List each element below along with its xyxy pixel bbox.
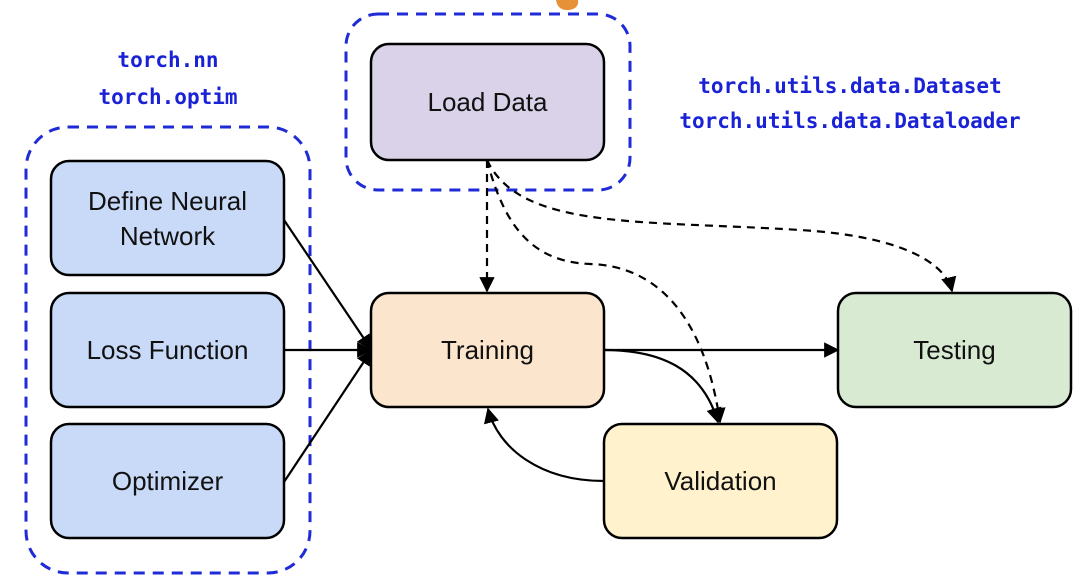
- define-nn-label: Define Neural: [88, 186, 247, 216]
- title-fragment: [556, 0, 579, 10]
- validation-label: Validation: [664, 466, 776, 496]
- define-nn-box[interactable]: [49, 159, 286, 277]
- optimizer-label: Optimizer: [112, 466, 224, 496]
- torch-optim-label: torch.optim: [98, 85, 237, 109]
- training-to-validation-arrow: [603, 348, 722, 424]
- loss-function-label: Loss Function: [87, 335, 249, 365]
- define-nn-to-training-arrow: [283, 219, 372, 351]
- define-nn-label-line2: Network: [120, 221, 216, 251]
- dataset-label: torch.utils.data.Dataset: [698, 74, 1001, 98]
- testing-label: Testing: [913, 335, 995, 365]
- data-to-validation-arrow: [485, 159, 726, 424]
- load-data-label: Load Data: [428, 87, 549, 117]
- validation-to-training-arrow: [483, 407, 605, 483]
- training-label: Training: [441, 335, 534, 365]
- optimizer-to-training-arrow: [283, 349, 372, 483]
- data-to-testing-arrow: [486, 159, 957, 293]
- torch-nn-label: torch.nn: [117, 48, 218, 72]
- dataloader-label: torch.utils.data.Dataloader: [679, 109, 1020, 133]
